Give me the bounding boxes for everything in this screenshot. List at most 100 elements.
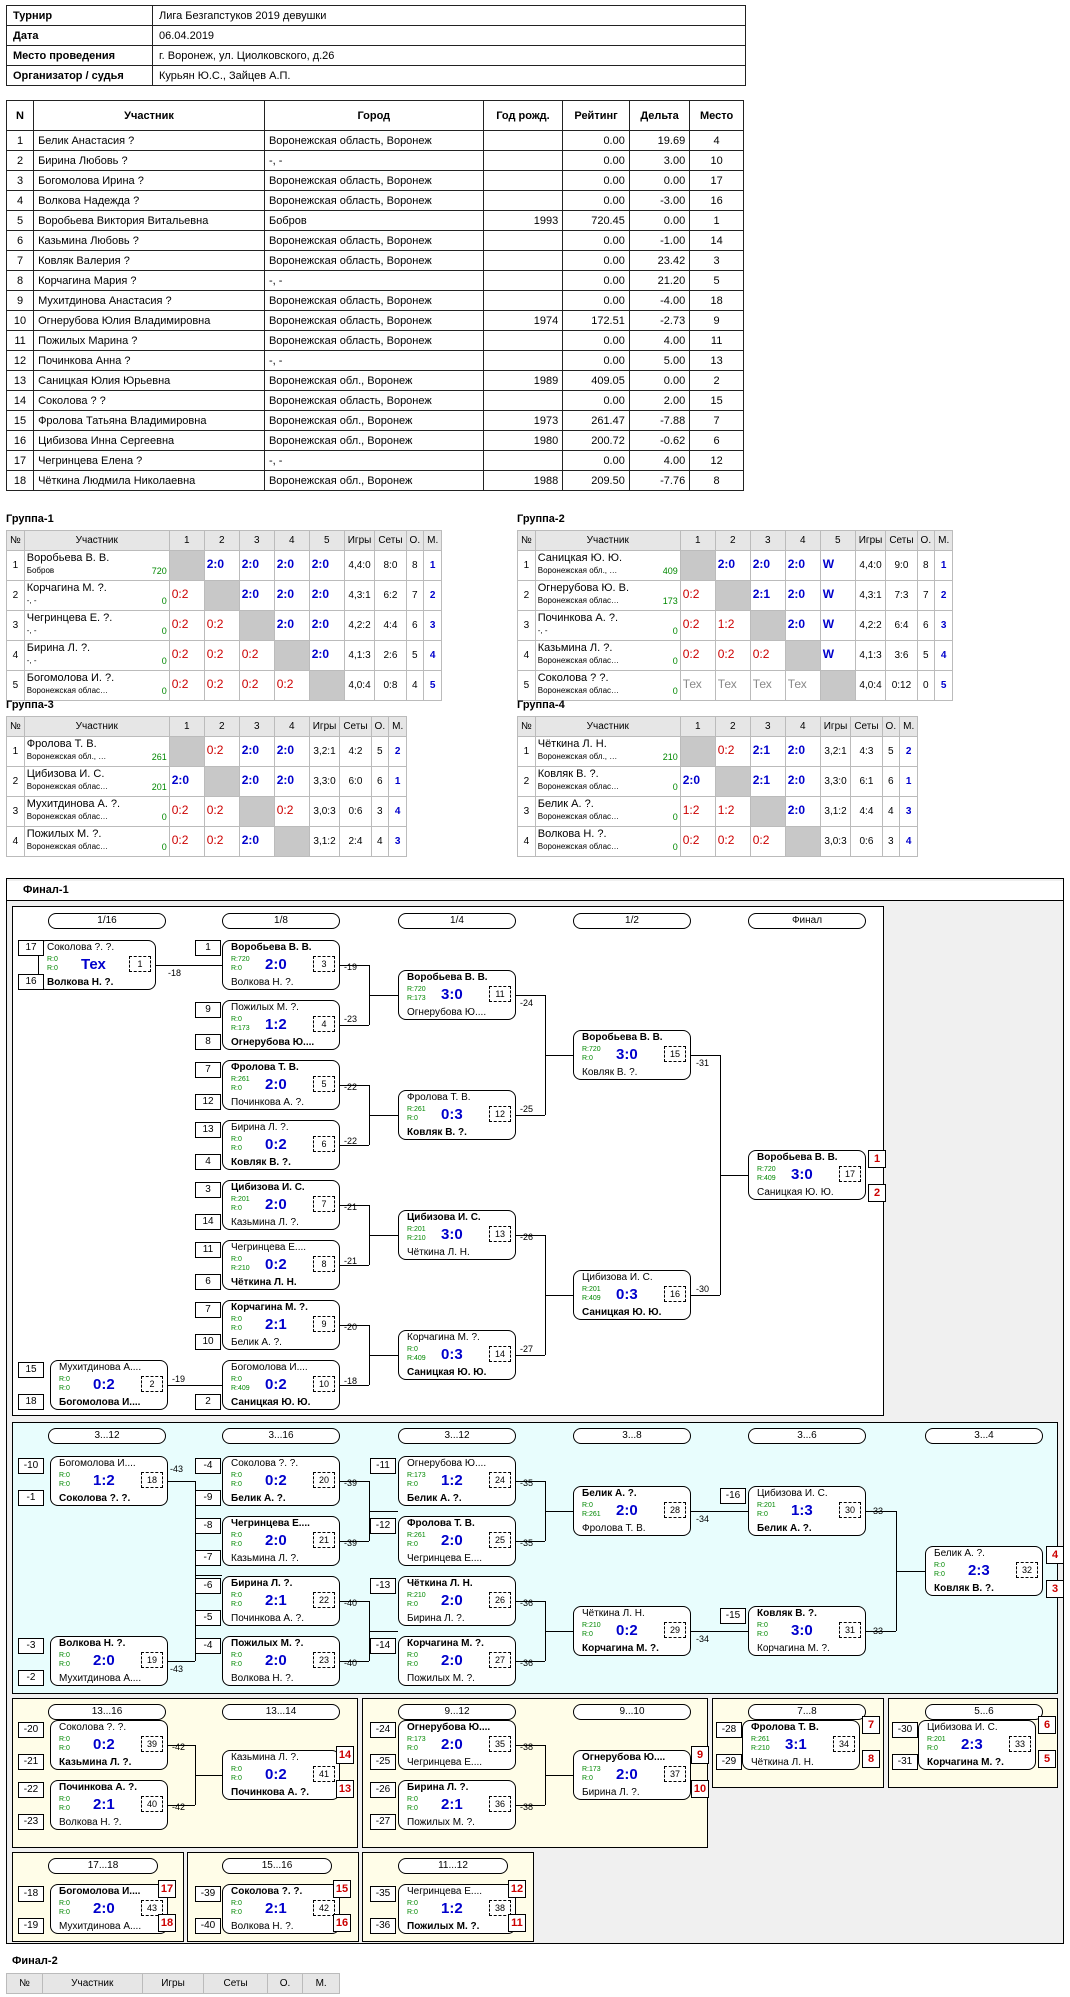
- participant-cell: Чегринцева Елена ?: [33, 450, 265, 471]
- player-city: Воронежская облас…173: [538, 595, 678, 607]
- group-games: 4,2:2: [343, 610, 376, 641]
- round-header: 1/8: [222, 913, 340, 929]
- match-player2: Пожилых М. ?.: [407, 1673, 475, 1684]
- rating-1: R:0: [231, 1016, 242, 1023]
- match-player2: Пожилых М. ?.: [407, 1817, 475, 1828]
- seed-box: -21: [18, 1754, 44, 1770]
- group-sets: 6:2: [374, 580, 407, 611]
- match-number: 19: [141, 1652, 163, 1668]
- match-player1: Починкова А. ?.: [59, 1782, 138, 1793]
- group-row-number: 3: [6, 610, 25, 641]
- player-name: Волкова Н. ?.: [537, 828, 607, 840]
- rating-2: R:409: [231, 1385, 250, 1392]
- group-score-cell: 0:2: [714, 826, 751, 857]
- loser-label: -43: [170, 1464, 184, 1474]
- group-score-cell: W: [819, 640, 856, 671]
- participant-cell: 15: [5, 410, 35, 431]
- group-title: Группа-2: [517, 513, 565, 525]
- group-points: 5: [881, 736, 901, 767]
- match-player2: Мухитдинова А....: [59, 1921, 142, 1932]
- place-box: 7: [862, 1716, 880, 1734]
- participant-cell: Воронежская область, Воронеж: [263, 390, 484, 411]
- participant-cell: [482, 170, 564, 191]
- rating-1: R:0: [934, 1562, 945, 1569]
- connector-line: [340, 1085, 369, 1086]
- group-score-cell: 1:2: [714, 796, 751, 827]
- participant-cell: 14: [5, 390, 35, 411]
- match-player2: Фролова Т. В.: [582, 1523, 646, 1534]
- score-value: 2:1: [752, 743, 771, 757]
- place-box: 3: [1046, 1580, 1064, 1598]
- match-player1: Ковляк В. ?.: [757, 1608, 817, 1619]
- connector-line: [516, 1235, 545, 1236]
- match-player2: Огнерубова Ю....: [407, 1007, 487, 1018]
- match-number: 7: [313, 1196, 335, 1212]
- connector-line: [369, 995, 398, 996]
- group-header: М.: [388, 716, 408, 737]
- participant-cell: 172.51: [562, 310, 630, 331]
- group-games: 3,0:3: [308, 796, 341, 827]
- score-value: 2:0: [241, 773, 260, 787]
- rating-1: R:0: [231, 1592, 242, 1599]
- group-sets: 6:0: [339, 766, 372, 797]
- group-games: 4,3:1: [343, 580, 376, 611]
- participant-cell: Мухитдинова Анастасия ?: [33, 290, 265, 311]
- seed-box: -36: [370, 1918, 396, 1934]
- rating-1: R:201: [407, 1226, 426, 1233]
- group-place: 1: [388, 766, 408, 797]
- match-player2: Саницкая Ю. Ю.: [231, 1397, 311, 1408]
- group-score-cell: 2:0: [749, 550, 786, 581]
- loser-label: -36: [520, 1658, 534, 1668]
- match-score: 1:2: [441, 1472, 463, 1489]
- participant-cell: 0.00: [562, 130, 630, 151]
- round-header: 3...12: [48, 1428, 166, 1444]
- match-score: 2:0: [441, 1652, 463, 1669]
- group-score-cell: 0:2: [679, 826, 716, 857]
- match-player1: Огнерубова Ю....: [582, 1752, 666, 1763]
- participant-cell: Воронежская область, Воронеж: [263, 250, 484, 271]
- group-score-cell: 0:2: [749, 826, 786, 857]
- seed-box: 7: [195, 1062, 221, 1078]
- group-player-cell: Волкова Н. ?.Воронежская облас…0: [534, 826, 681, 857]
- rating-2: R:0: [407, 1805, 418, 1812]
- group-score-cell: [784, 826, 821, 857]
- group-score-cell: 2:0: [308, 550, 345, 581]
- rating-2: R:0: [59, 1745, 70, 1752]
- group-score-cell: 2:0: [238, 580, 275, 611]
- group-games: 4,0:4: [343, 670, 376, 701]
- seed-box: 1: [195, 940, 221, 956]
- loser-label: -43: [170, 1664, 184, 1674]
- group-player-cell: Саницкая Ю. Ю.Воронежская обл., …409: [534, 550, 681, 581]
- rating-2: R:0: [231, 1205, 242, 1212]
- group-place: 1: [934, 550, 954, 581]
- score-value: 0:2: [241, 647, 259, 661]
- group-header: О.: [370, 716, 390, 737]
- match-number: 18: [141, 1472, 163, 1488]
- final2-header: №: [6, 1973, 43, 1994]
- participant-cell: Чёткина Людмила Николаевна: [33, 470, 265, 491]
- player-rating: 0: [161, 596, 167, 606]
- participant-cell: 0.00: [562, 250, 630, 271]
- seed-box: -1: [18, 1490, 44, 1506]
- match-number: 12: [489, 1106, 511, 1122]
- player-name: Соколова ? ?.: [537, 672, 609, 684]
- connector-line: [340, 1661, 369, 1662]
- match-number: 35: [489, 1736, 511, 1752]
- connector-line: [369, 1511, 398, 1512]
- loser-label: -18: [344, 1376, 358, 1386]
- match-score: 2:0: [265, 1076, 287, 1093]
- participant-cell: -3.00: [628, 190, 691, 211]
- match-number: 27: [489, 1652, 511, 1668]
- group-score-cell: 2:0: [784, 580, 821, 611]
- group-row-number: 4: [6, 826, 25, 857]
- rating-2: R:0: [757, 1511, 768, 1518]
- match-player1: Цибизова И. С.: [231, 1182, 305, 1193]
